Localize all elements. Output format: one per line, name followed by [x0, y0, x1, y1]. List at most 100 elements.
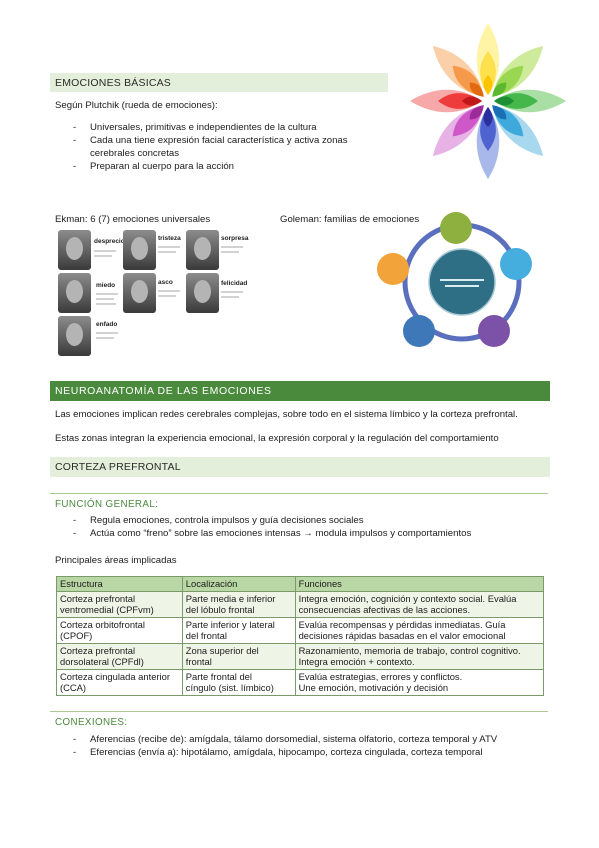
table-cell: Integra emoción, cognición y contexto so…	[294, 590, 545, 618]
caption-line	[158, 246, 180, 248]
cell-line: del lóbulo frontal	[185, 604, 255, 615]
table-row: Corteza orbitofrontal(CPOF) Parte inferi…	[56, 616, 545, 644]
ekman-label: Ekman: 6 (7) emociones universales	[55, 214, 211, 225]
bullet: Actúa como “freno” sobre las emociones i…	[55, 527, 535, 540]
cell-line: frontal	[185, 656, 212, 667]
table-cell: Evalúa recompensas y pérdidas inmediatas…	[294, 616, 545, 644]
goleman-label: Goleman: familias de emociones	[280, 214, 420, 225]
divider	[50, 493, 548, 494]
section-header-emociones-basicas: EMOCIONES BÁSICAS	[50, 73, 388, 92]
cell-line: Parte inferior y lateral	[185, 618, 275, 630]
goleman-node-bottom-right	[478, 315, 510, 347]
petal-lightgreen	[492, 45, 544, 97]
neuro-paragraph-2: Estas zonas integran la experiencia emoc…	[55, 433, 499, 444]
petal-yellow	[476, 23, 500, 95]
plutchik-bullets: Universales, primitivas e independientes…	[55, 121, 385, 173]
petal-blue	[476, 107, 500, 179]
cell-line: Corteza orbitofrontal	[60, 618, 145, 630]
goleman-diagram	[377, 212, 532, 347]
section-header-neuroanatomia: NEUROANATOMÍA DE LAS EMOCIONES	[50, 381, 550, 401]
bullet: Regula emociones, controla impulsos y gu…	[55, 514, 535, 527]
cell-line: (CCA)	[60, 682, 87, 693]
face-label: felicidad	[221, 280, 248, 287]
goleman-center-text-line	[440, 279, 484, 281]
face-label: asco	[158, 279, 173, 286]
petal-green	[494, 89, 566, 113]
neuro-paragraph-1: Las emociones implican redes cerebrales …	[55, 409, 518, 420]
goleman-node-left	[377, 253, 409, 285]
table-header-row: Estructura Localización Funciones	[56, 576, 545, 592]
table-cell: Razonamiento, memoria de trabajo, contro…	[294, 642, 545, 670]
bullet: Preparan al cuerpo para la acción	[55, 160, 385, 173]
petal-purple	[432, 105, 484, 157]
areas-title: Principales áreas implicadas	[55, 555, 177, 566]
table-cell: Corteza cingulada anterior(CCA)	[56, 668, 183, 696]
goleman-node-top	[440, 212, 472, 244]
funcion-general-title: FUNCIÓN GENERAL:	[55, 499, 159, 510]
cell-line: Parte frontal del	[185, 670, 252, 682]
petal-orange	[432, 45, 484, 97]
cell-line: Evalúa estrategias, errores y conflictos…	[298, 670, 463, 682]
face-felicidad	[186, 273, 219, 313]
cell-line: Corteza prefrontal	[60, 644, 136, 656]
cell-line: Integra emoción, cognición y contexto so…	[298, 592, 517, 604]
cell-line: Parte media e inferior	[185, 592, 276, 604]
caption-line	[94, 255, 112, 257]
cell-line: del frontal	[185, 630, 227, 641]
cell-line: Integra emoción + contexto.	[298, 656, 415, 667]
cell-line: Evalúa recompensas y pérdidas inmediatas…	[298, 618, 506, 630]
caption-line	[94, 250, 116, 252]
goleman-center	[428, 248, 496, 316]
cell-line: Razonamiento, memoria de trabajo, contro…	[298, 644, 521, 656]
bullet: Aferencias (recibe de): amígdala, tálamo…	[55, 733, 545, 746]
conexiones-bullets: Aferencias (recibe de): amígdala, tálamo…	[55, 733, 545, 759]
conexiones-title: CONEXIONES:	[55, 717, 128, 728]
caption-line	[96, 332, 118, 334]
caption-line	[221, 251, 239, 253]
header-text: CORTEZA PREFRONTAL	[55, 461, 181, 473]
plutchik-intro: Según Plutchik (rueda de emociones):	[55, 100, 218, 111]
face-label: desprecio	[94, 238, 125, 245]
header-cell: Localización	[181, 576, 296, 592]
caption-line	[158, 251, 176, 253]
bullet: Cada una tiene expresión facial caracter…	[55, 134, 385, 147]
divider	[50, 711, 548, 712]
caption-line	[221, 296, 239, 298]
face-miedo	[58, 273, 91, 313]
areas-table: Estructura Localización Funciones Cortez…	[56, 576, 545, 696]
plutchik-wheel	[410, 23, 566, 179]
caption-line	[158, 290, 180, 292]
bullet: Universales, primitivas e independientes…	[55, 121, 385, 134]
cell-line: consecuencias afectivas de las acciones.	[298, 604, 471, 615]
cell-line: Corteza prefrontal	[60, 592, 136, 604]
face-label: sorpresa	[221, 235, 249, 242]
caption-line	[96, 303, 116, 305]
face-label: miedo	[96, 282, 116, 289]
caption-line	[221, 246, 243, 248]
caption-line	[96, 293, 118, 295]
face-tristeza	[123, 230, 156, 270]
face-sorpresa	[186, 230, 219, 270]
cell-line: dorsolateral (CPFdl)	[60, 656, 144, 667]
face-label: tristeza	[158, 235, 181, 242]
caption-line	[221, 291, 243, 293]
header-text: EMOCIONES BÁSICAS	[55, 76, 172, 89]
petal-red	[410, 89, 482, 113]
petal-cyan	[492, 105, 544, 157]
cell-line: Corteza cingulada anterior	[60, 670, 170, 682]
header-cell: Funciones	[294, 576, 545, 592]
goleman-node-right	[500, 248, 532, 280]
cell-line: cíngulo (sist. límbico)	[185, 682, 274, 693]
cell-line: (CPOF)	[60, 630, 93, 641]
cell-line: Zona superior del	[185, 644, 259, 656]
caption-line	[96, 337, 114, 339]
cell-line: Une emoción, motivación y decisión	[298, 682, 449, 693]
